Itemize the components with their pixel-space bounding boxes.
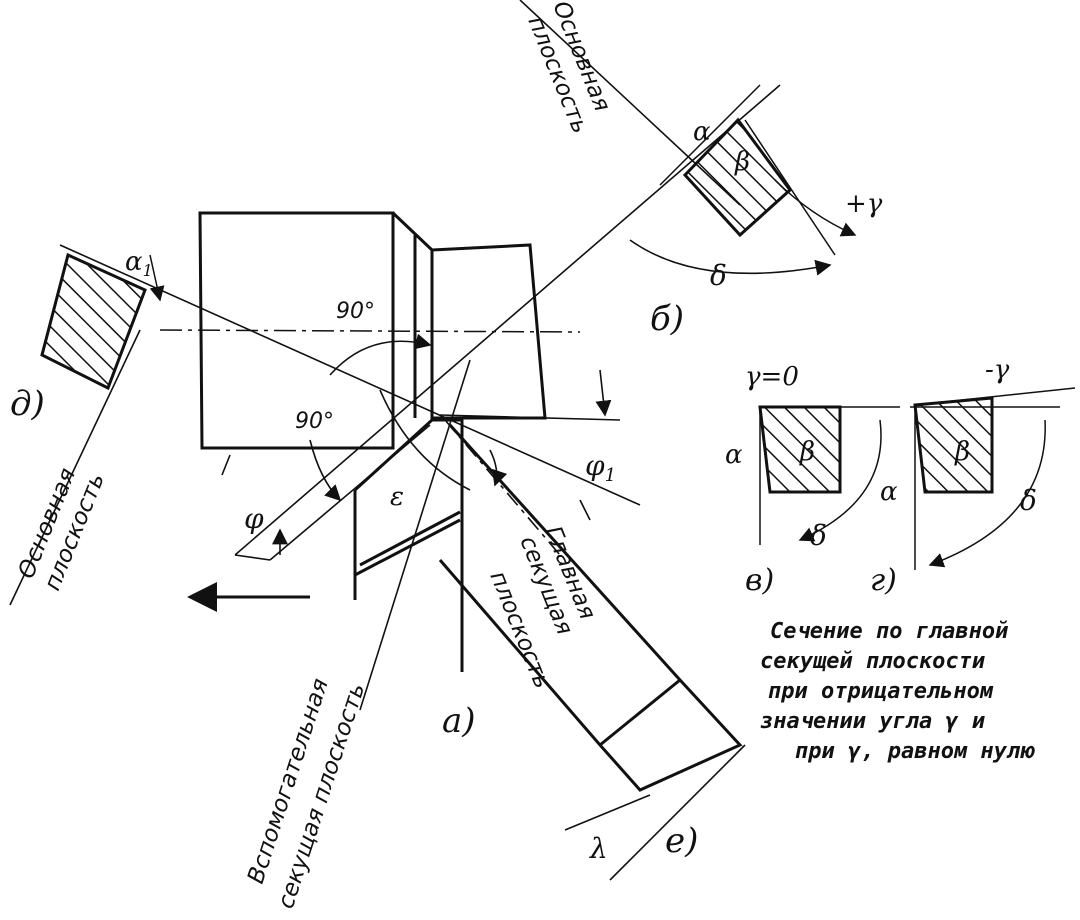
fig-e-label: е) bbox=[665, 821, 698, 861]
deg90-top: 90° bbox=[336, 299, 375, 324]
section-d bbox=[40, 252, 165, 391]
phi: φ bbox=[244, 502, 264, 535]
phi1: φ1 bbox=[585, 449, 616, 486]
delta-v: δ bbox=[810, 519, 827, 552]
fig-b-label: б) bbox=[650, 299, 684, 339]
caption-line: при отрицательном bbox=[768, 679, 994, 704]
caption: Сечение по главной секущей плоскости при… bbox=[760, 619, 1035, 764]
section-v bbox=[758, 405, 900, 545]
axis-line bbox=[159, 329, 581, 333]
caption-line: при γ, равном нулю bbox=[795, 739, 1035, 764]
beta-b: β bbox=[734, 147, 750, 177]
angle-arcs bbox=[221, 239, 832, 555]
section-g bbox=[910, 387, 1076, 570]
epsilon: ε bbox=[390, 482, 404, 512]
caption-line: значении угла γ и bbox=[760, 709, 985, 734]
alpha-g: α bbox=[880, 477, 898, 507]
gamma-neg: -γ bbox=[985, 355, 1010, 385]
beta-g: β bbox=[954, 437, 970, 467]
deg90-bottom: 90° bbox=[295, 409, 334, 434]
lambda: λ bbox=[589, 832, 608, 865]
gamma-pos: +γ bbox=[845, 189, 883, 219]
beta-v: β bbox=[799, 437, 815, 467]
alpha-b: α bbox=[693, 117, 711, 147]
caption-line: Сечение по главной bbox=[770, 619, 1008, 644]
alpha1: α1 bbox=[125, 247, 153, 280]
fig-a-label: а) bbox=[442, 701, 476, 741]
fig-d-label: д) bbox=[10, 384, 45, 424]
reference-lines bbox=[9, 0, 781, 881]
delta-g: δ bbox=[1020, 484, 1037, 517]
alpha-v: α bbox=[725, 440, 743, 470]
section-b bbox=[659, 84, 857, 256]
delta-b: δ bbox=[710, 259, 727, 292]
gamma-zero: γ=0 bbox=[745, 362, 799, 392]
caption-line: секущей плоскости bbox=[760, 649, 985, 674]
fig-g-label: г) bbox=[870, 563, 897, 598]
fig-v-label: в) bbox=[745, 563, 774, 598]
